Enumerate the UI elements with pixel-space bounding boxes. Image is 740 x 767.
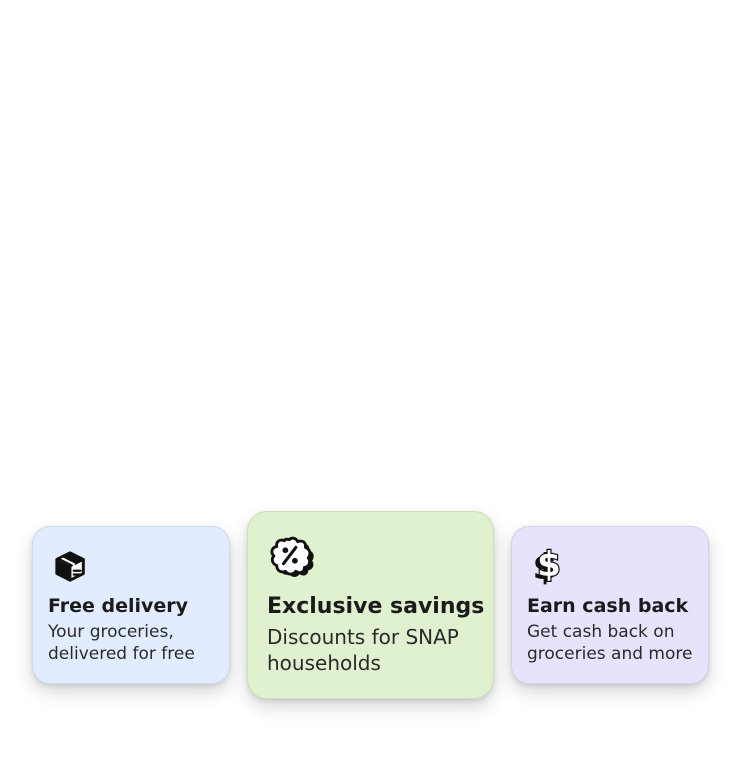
dollar-icon: $ $ [532,545,562,585]
exclusive-savings-card: Exclusive savings Discounts for SNAP hou… [247,511,494,699]
free-delivery-title: Free delivery [48,595,189,617]
free-delivery-card: Free delivery Your groceries, delivered … [32,526,230,684]
package-icon [55,551,85,582]
discount-badge-icon [270,536,314,577]
earn-cash-back-title: Earn cash back [527,595,689,617]
earn-cash-back-description: Get cash back on groceries and more [527,622,693,665]
free-delivery-description: Your groceries, delivered for free [48,622,195,665]
svg-text:$: $ [532,547,557,585]
exclusive-savings-description: Discounts for SNAP households [267,625,459,676]
svg-text:$: $ [537,545,561,585]
earn-cash-back-card: $ $ Earn cash back Get cash back on groc… [511,526,709,684]
exclusive-savings-title: Exclusive savings [267,594,485,619]
